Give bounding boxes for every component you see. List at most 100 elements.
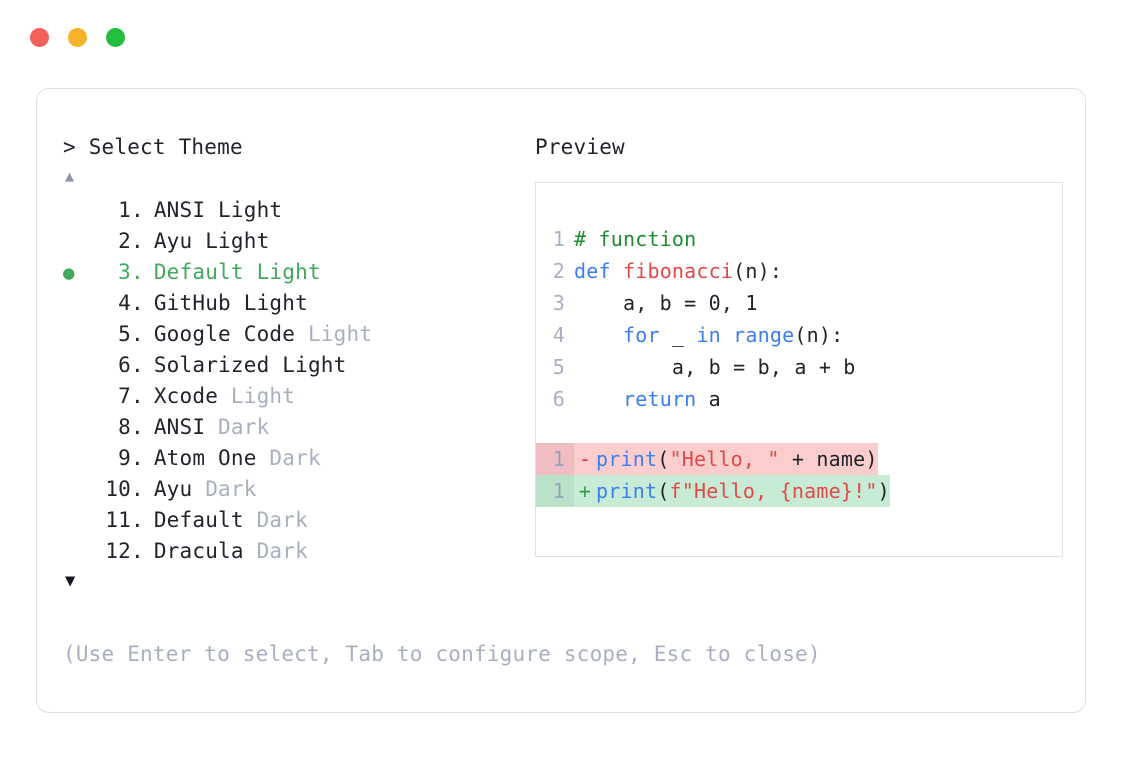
window-controls xyxy=(30,28,125,47)
code-line: 2 def fibonacci(n): xyxy=(536,255,1062,287)
code-token-plain: a, b = 0, 1 xyxy=(574,291,758,315)
theme-item-label: ANSI xyxy=(153,415,206,439)
minimize-button[interactable] xyxy=(68,28,87,47)
code-token-plain: (n): xyxy=(794,323,844,347)
line-number: 1 xyxy=(536,443,574,475)
theme-list-item[interactable]: ●8.ANSI Dark xyxy=(63,412,533,443)
code-token-plain: a, b = b, a + b xyxy=(574,355,856,379)
theme-item-number: 1 xyxy=(118,198,131,222)
theme-list-item[interactable]: ●1.ANSI Light xyxy=(63,195,533,226)
theme-item-dot: . xyxy=(131,322,144,346)
theme-item-variant: Light xyxy=(218,384,296,408)
code-line-text: a, b = 0, 1 xyxy=(574,287,758,319)
theme-item-dot: . xyxy=(131,446,144,470)
diff-sign: + xyxy=(578,479,592,503)
selected-bullet-icon: ● xyxy=(63,320,91,351)
line-number: 5 xyxy=(552,355,565,379)
selected-bullet-icon: ● xyxy=(63,475,91,506)
scroll-up-icon[interactable]: ▲ xyxy=(65,167,75,185)
code-token-func: fibonacci xyxy=(622,259,734,283)
theme-item-variant: Dark xyxy=(243,508,308,532)
line-number: 2 xyxy=(552,259,565,283)
theme-item-number: 2 xyxy=(118,229,131,253)
scroll-down-icon[interactable]: ▼ xyxy=(65,571,76,591)
line-number: 4 xyxy=(552,323,565,347)
theme-list-item[interactable]: ●5.Google Code Light xyxy=(63,319,533,350)
theme-item-label: Ayu xyxy=(153,477,193,501)
theme-list-item[interactable]: ●12.Dracula Dark xyxy=(63,536,533,567)
theme-item-dot: . xyxy=(131,508,144,532)
theme-item-number: 9 xyxy=(118,446,131,470)
line-number: 6 xyxy=(552,387,565,411)
code-token-plain: ( xyxy=(657,447,670,471)
theme-item-label: GitHub Light xyxy=(153,291,308,315)
theme-item-number: 12 xyxy=(105,539,131,563)
selected-bullet-icon: ● xyxy=(63,262,75,284)
diff-line-text: print("Hello, " + name) xyxy=(596,443,878,475)
theme-item-dot: . xyxy=(131,353,144,377)
code-token-keyword: def xyxy=(574,259,623,283)
prompt-header: > Select Theme xyxy=(63,134,533,161)
code-token-plain xyxy=(574,323,623,347)
theme-item-dot: . xyxy=(131,291,144,315)
code-token-keyword: print xyxy=(596,479,658,503)
code-line: 5 a, b = b, a + b xyxy=(536,351,1062,383)
selected-bullet-icon: ● xyxy=(63,506,91,537)
theme-item-variant: Dark xyxy=(256,446,321,470)
code-line: 3 a, b = 0, 1 xyxy=(536,287,1062,319)
code-line: 4 for _ in range(n): xyxy=(536,319,1062,351)
selected-bullet-icon: ● xyxy=(63,227,91,258)
diff-row: 1+print(f"Hello, {name}!") xyxy=(536,475,1062,507)
selected-bullet-icon: ● xyxy=(63,537,91,568)
code-line-text: return a xyxy=(574,383,721,415)
theme-item-number: 6 xyxy=(118,353,131,377)
code-token-keyword: in range xyxy=(696,323,795,347)
theme-list-item[interactable]: ●3.Default Light xyxy=(63,257,533,288)
theme-item-dot: . xyxy=(131,415,144,439)
theme-item-number: 3 xyxy=(118,260,131,284)
theme-item-label: Default xyxy=(153,508,244,532)
line-number: 3 xyxy=(552,291,565,315)
selected-bullet-icon: ● xyxy=(63,196,91,227)
theme-item-dot: . xyxy=(131,260,144,284)
diff-line-del: 1-print("Hello, " + name) xyxy=(536,443,878,475)
theme-item-number: 5 xyxy=(118,322,131,346)
close-button[interactable] xyxy=(30,28,49,47)
theme-list-item[interactable]: ● 2. Ayu Light xyxy=(63,226,533,257)
theme-item-variant: Dark xyxy=(243,539,308,563)
theme-item-label: Ayu Light xyxy=(153,229,270,253)
code-token-keyword: for xyxy=(622,323,660,347)
maximize-button[interactable] xyxy=(106,28,125,47)
code-line-text: for _ in range(n): xyxy=(574,319,843,351)
code-line: 1# function xyxy=(536,223,1062,255)
code-token-keyword: print xyxy=(596,447,658,471)
theme-list-item[interactable]: ●7.Xcode Light xyxy=(63,381,533,412)
code-token-plain xyxy=(574,387,623,411)
line-number: 1 xyxy=(536,475,574,507)
code-token-string: "Hello, " xyxy=(669,447,780,471)
theme-item-dot: . xyxy=(131,229,144,253)
theme-item-label: Xcode xyxy=(153,384,219,408)
theme-item-label: Dracula xyxy=(153,539,244,563)
selected-bullet-icon: ● xyxy=(63,413,91,444)
theme-item-variant: Light xyxy=(295,322,373,346)
code-token-plain: ) xyxy=(877,479,890,503)
theme-list-item[interactable]: ● 6. Solarized Light xyxy=(63,350,533,381)
diff-sign: - xyxy=(578,447,592,471)
theme-list-item[interactable]: ●10.Ayu Dark xyxy=(63,474,533,505)
preview-title: Preview xyxy=(535,135,625,159)
selected-bullet-icon: ● xyxy=(63,351,91,382)
code-token-plain: (n): xyxy=(733,259,783,283)
code-token-plain: a xyxy=(696,387,721,411)
theme-list: ● 1. ANSI Light ● 2. Ayu Light ● 3. Default Ligh… xyxy=(63,195,533,567)
line-number: 1 xyxy=(552,227,565,251)
theme-item-number: 8 xyxy=(118,415,131,439)
theme-list-item[interactable]: ●9.Atom One Dark xyxy=(63,443,533,474)
diff-line-text: print(f"Hello, {name}!") xyxy=(596,475,890,507)
theme-list-item[interactable]: ●4.GitHub Light xyxy=(63,288,533,319)
theme-list-item[interactable]: ●11.Default Dark xyxy=(63,505,533,536)
theme-item-label: Solarized Light xyxy=(153,353,347,377)
